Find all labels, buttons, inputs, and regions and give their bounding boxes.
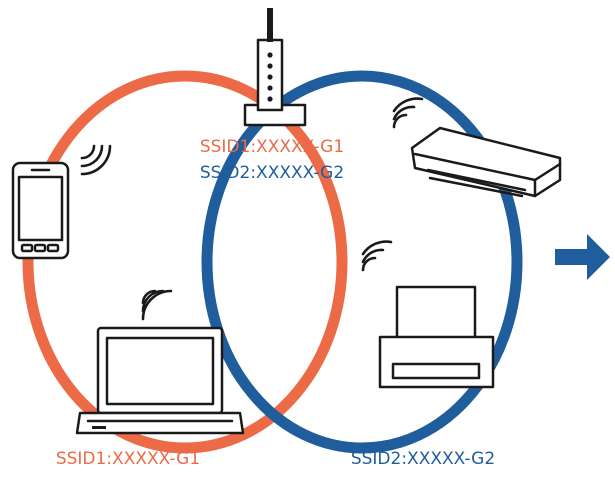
wifi-signal-icon bbox=[392, 97, 424, 129]
laptop-icon bbox=[75, 326, 245, 435]
bottom-ssid2-label: SSID2:XXXXX-G2 bbox=[351, 449, 495, 469]
ssid2-network-ellipse bbox=[201, 70, 523, 454]
smartphone-icon bbox=[11, 161, 70, 260]
router-ssid1-label: SSID1:XXXXX-G1 bbox=[200, 137, 344, 157]
router-ssid2-label: SSID2:XXXXX-G2 bbox=[200, 163, 344, 183]
wifi-signal-icon bbox=[361, 240, 393, 272]
bottom-ssid1-label: SSID1:XXXXX-G1 bbox=[56, 449, 200, 469]
projector-icon bbox=[410, 126, 562, 198]
ssid1-network-ellipse bbox=[22, 70, 348, 454]
access-point-icon bbox=[243, 8, 307, 127]
wifi-signal-icon bbox=[80, 144, 112, 176]
right-arrow-icon bbox=[555, 234, 610, 280]
wifi-signal-icon bbox=[141, 289, 173, 321]
printer-icon bbox=[378, 285, 495, 389]
